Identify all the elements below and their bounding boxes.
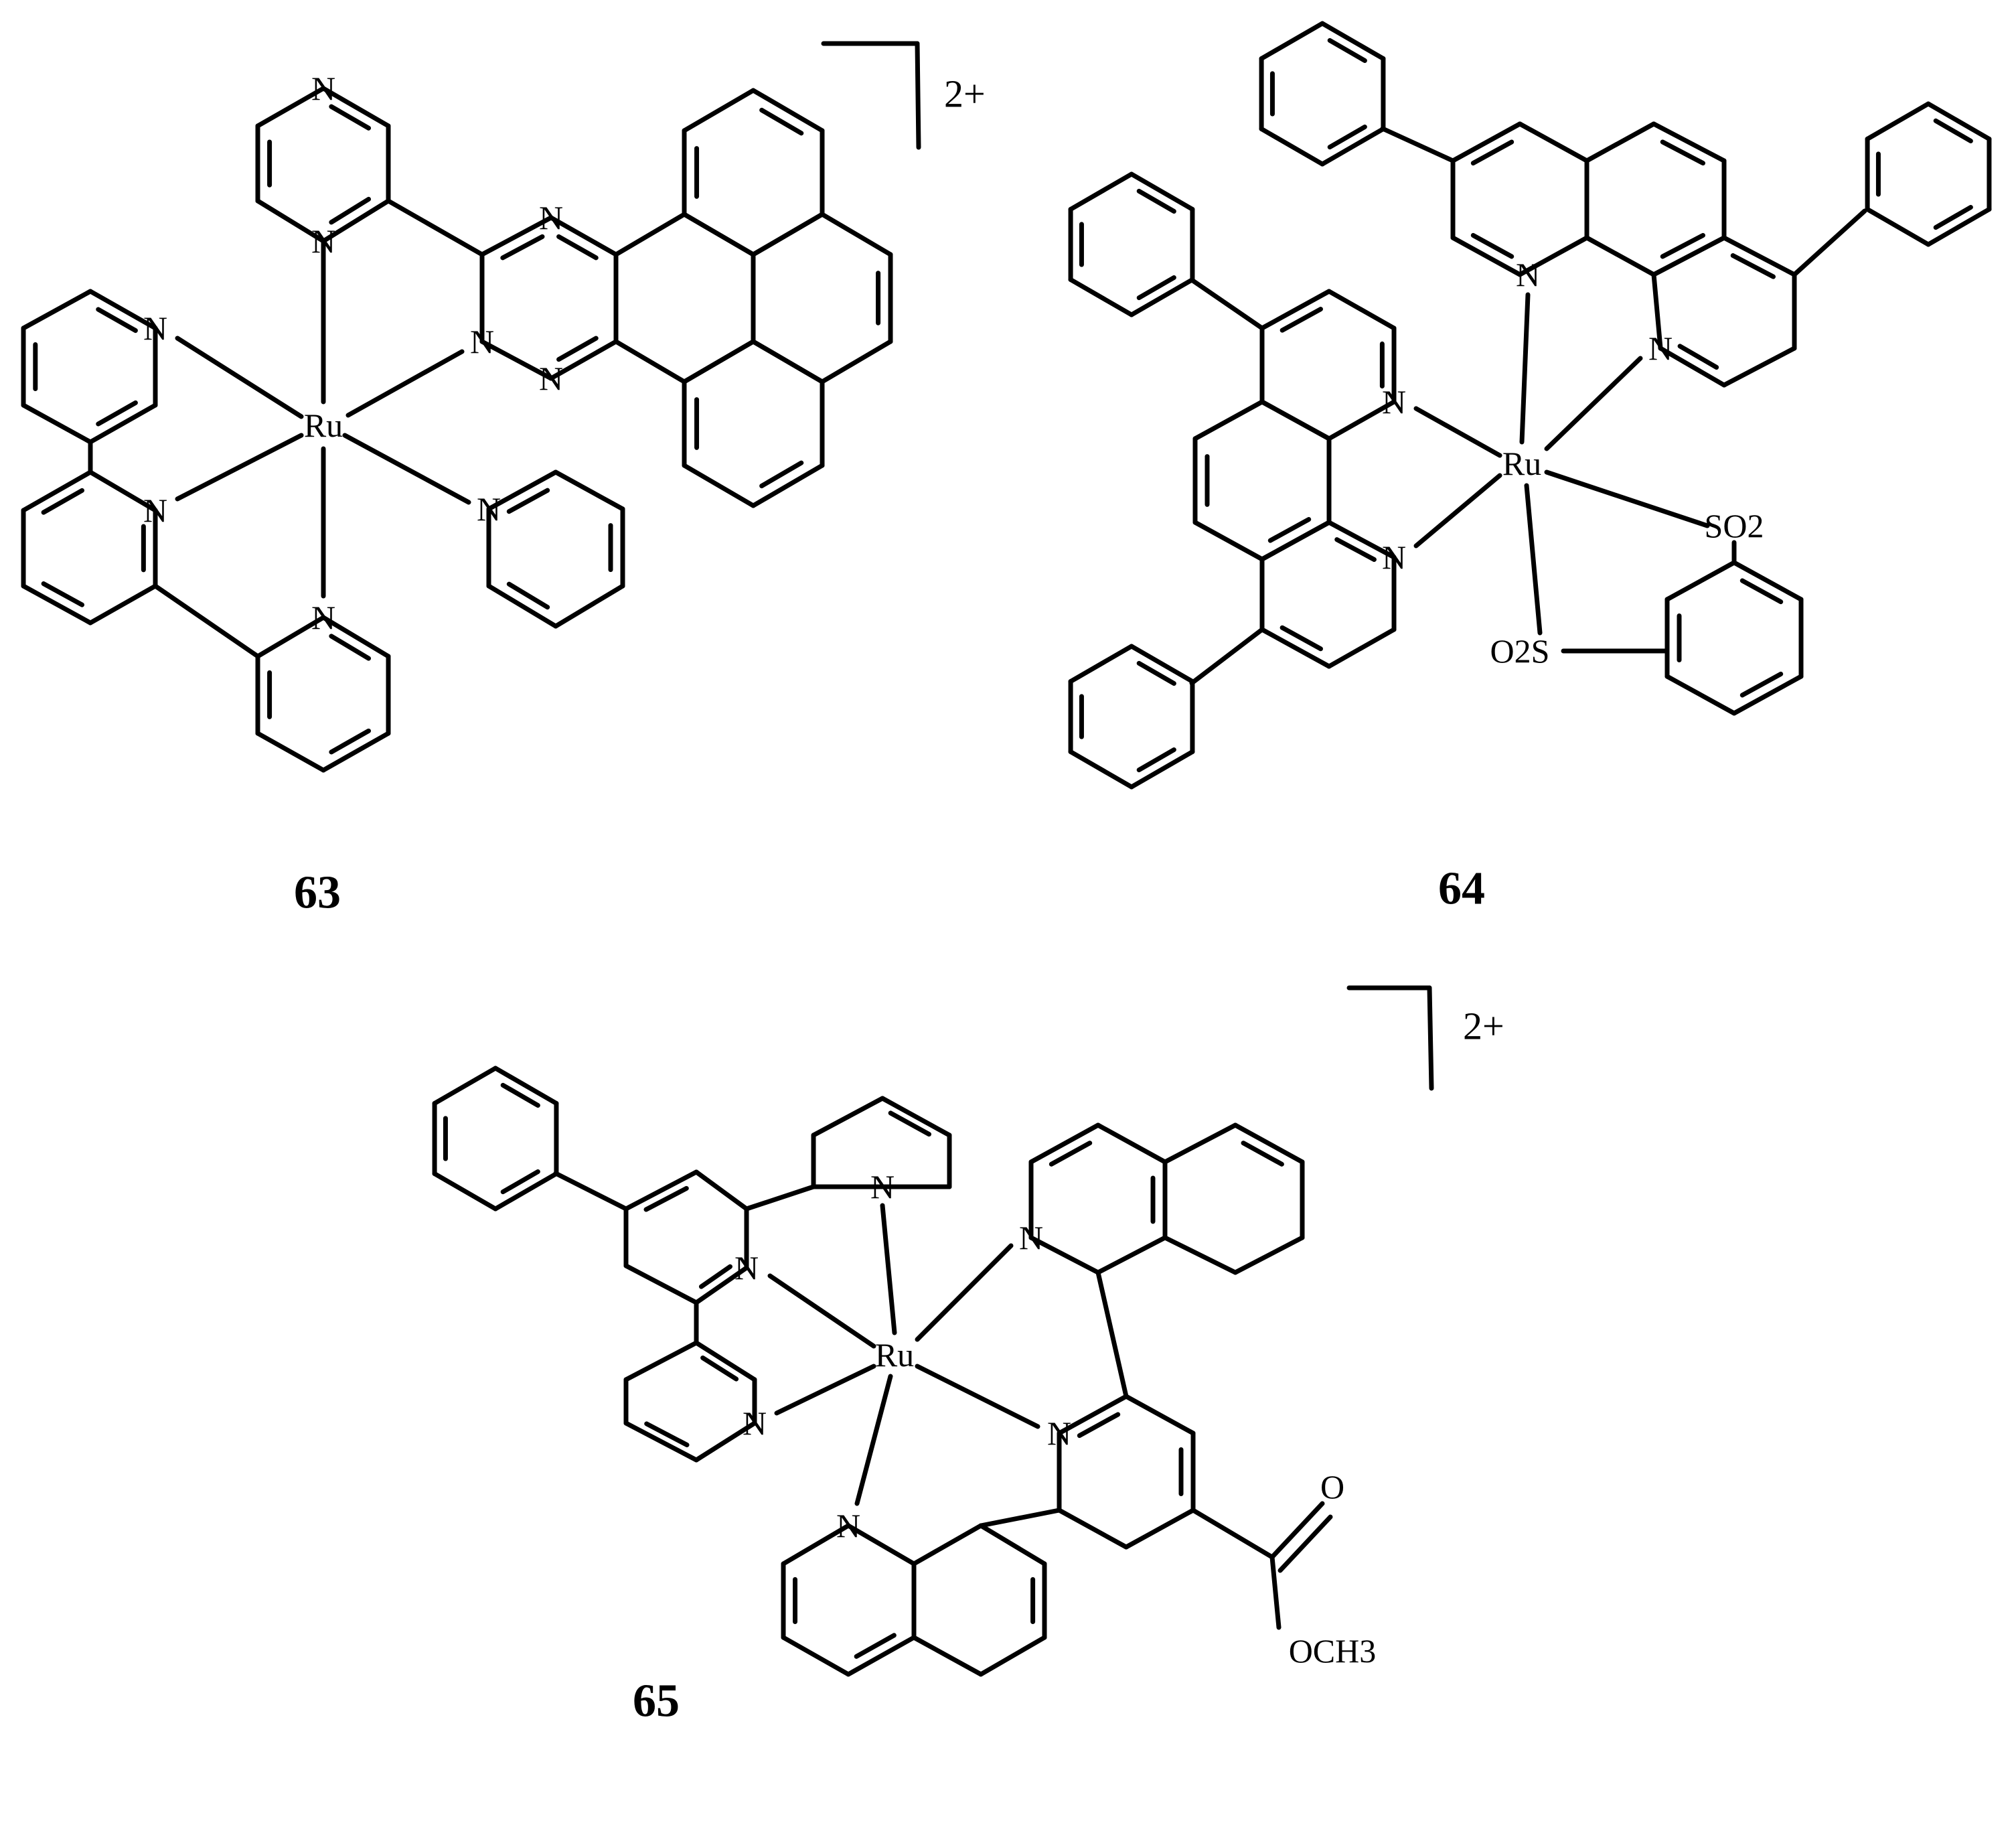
compound-label-65: 65 xyxy=(633,1676,680,1727)
compound-64: N N N N Ru SO2 O2S 64 xyxy=(1382,256,1764,915)
n-atom-bpy-upper: N xyxy=(143,309,167,347)
bond-lines xyxy=(21,21,1992,1677)
n-atom-phen-left-lower: N xyxy=(1382,538,1406,576)
n-atom-phen-top-right: N xyxy=(1648,330,1673,367)
ru-center-64: Ru xyxy=(1502,445,1541,482)
n-atom-phen-left-upper: N xyxy=(1382,383,1406,421)
charge-65: 2+ xyxy=(1463,1005,1504,1048)
compound-65: N N N N N N Ru O OCH3 2+ 65 xyxy=(633,1005,1504,1727)
n-atom-terpy-top: N xyxy=(870,1168,895,1205)
n-atom-triazine-2: N xyxy=(470,323,494,360)
methoxy-group: OCH3 xyxy=(1289,1632,1377,1670)
n-atom-terpy-bottom: N xyxy=(743,1404,767,1442)
n-atom-bpy-lower: N xyxy=(143,492,167,529)
n-atom-pyrazine-top: N xyxy=(311,70,335,107)
n-atom-quinoline-upper: N xyxy=(1019,1219,1043,1256)
charge-63: 2+ xyxy=(944,72,986,116)
ru-center-63: Ru xyxy=(304,407,343,444)
n-atom-terpy-center: N xyxy=(734,1249,759,1287)
sulfonyl-group-o2s: O2S xyxy=(1490,632,1550,670)
n-atom-quinoline-lower: N xyxy=(836,1507,860,1544)
n-atom-pyrazine-bottom: N xyxy=(311,222,335,260)
n-atom-pyridine-ester: N xyxy=(1047,1414,1071,1452)
compound-label-64: 64 xyxy=(1438,863,1485,915)
carbonyl-oxygen: O xyxy=(1320,1468,1344,1506)
compound-63: N N N N N N N N N Ru 2+ 63 xyxy=(143,70,986,919)
n-atom-pyridine-bottom: N xyxy=(311,599,335,636)
sulfonyl-group-so2: SO2 xyxy=(1705,507,1764,544)
n-atom-pyridine-right: N xyxy=(477,490,501,528)
compound-label-63: 63 xyxy=(294,867,341,919)
n-atom-phen-top-left: N xyxy=(1516,256,1540,293)
n-atom-triazine-3: N xyxy=(539,360,563,397)
ru-center-65: Ru xyxy=(875,1336,914,1374)
n-atom-triazine-1: N xyxy=(539,199,563,236)
